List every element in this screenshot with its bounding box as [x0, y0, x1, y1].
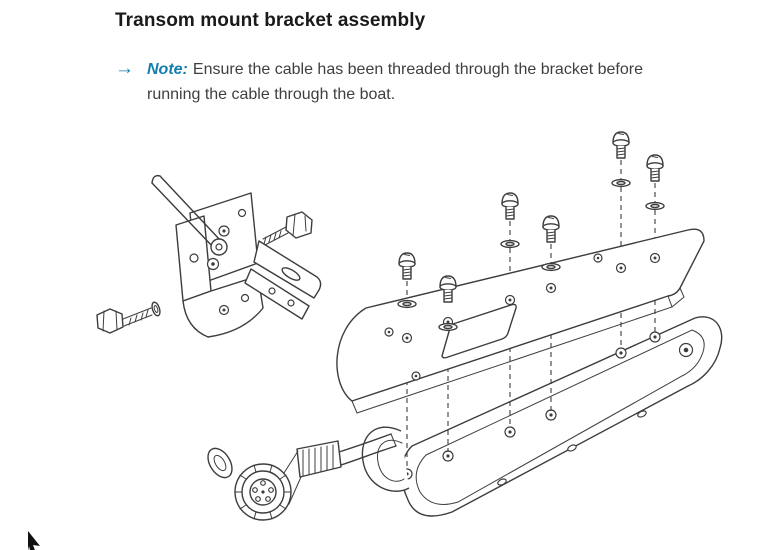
- cable: [338, 433, 392, 453]
- strain-relief-sleeve: [296, 440, 342, 478]
- cable-guide-hook: [361, 426, 410, 492]
- hex-bolt-lower: [96, 301, 161, 334]
- hex-bolt-side: [262, 211, 313, 246]
- cursor-pointer: [28, 531, 40, 550]
- connector-plug: [234, 450, 302, 521]
- washer: [397, 299, 417, 309]
- screw: [646, 154, 664, 182]
- locking-ring: [207, 447, 233, 479]
- mounting-plate: [336, 228, 705, 414]
- cable-connector-assembly: [207, 433, 397, 521]
- washer: [611, 178, 631, 188]
- screw: [612, 131, 630, 159]
- quick-release-bracket: [151, 174, 322, 338]
- note-block: → Note:Ensure the cable has been threade…: [115, 57, 655, 107]
- screw: [542, 215, 560, 243]
- washer: [645, 201, 665, 211]
- washer: [500, 239, 520, 249]
- washer: [541, 262, 561, 272]
- screw: [501, 192, 519, 220]
- washer: [438, 322, 458, 332]
- page-title: Transom mount bracket assembly: [115, 10, 426, 31]
- note-body: Ensure the cable has been threaded throu…: [147, 61, 643, 103]
- screw: [398, 252, 416, 280]
- note-text: Note:Ensure the cable has been threaded …: [147, 57, 655, 107]
- note-label: Note:: [147, 61, 188, 78]
- note-arrow-icon: →: [115, 58, 134, 79]
